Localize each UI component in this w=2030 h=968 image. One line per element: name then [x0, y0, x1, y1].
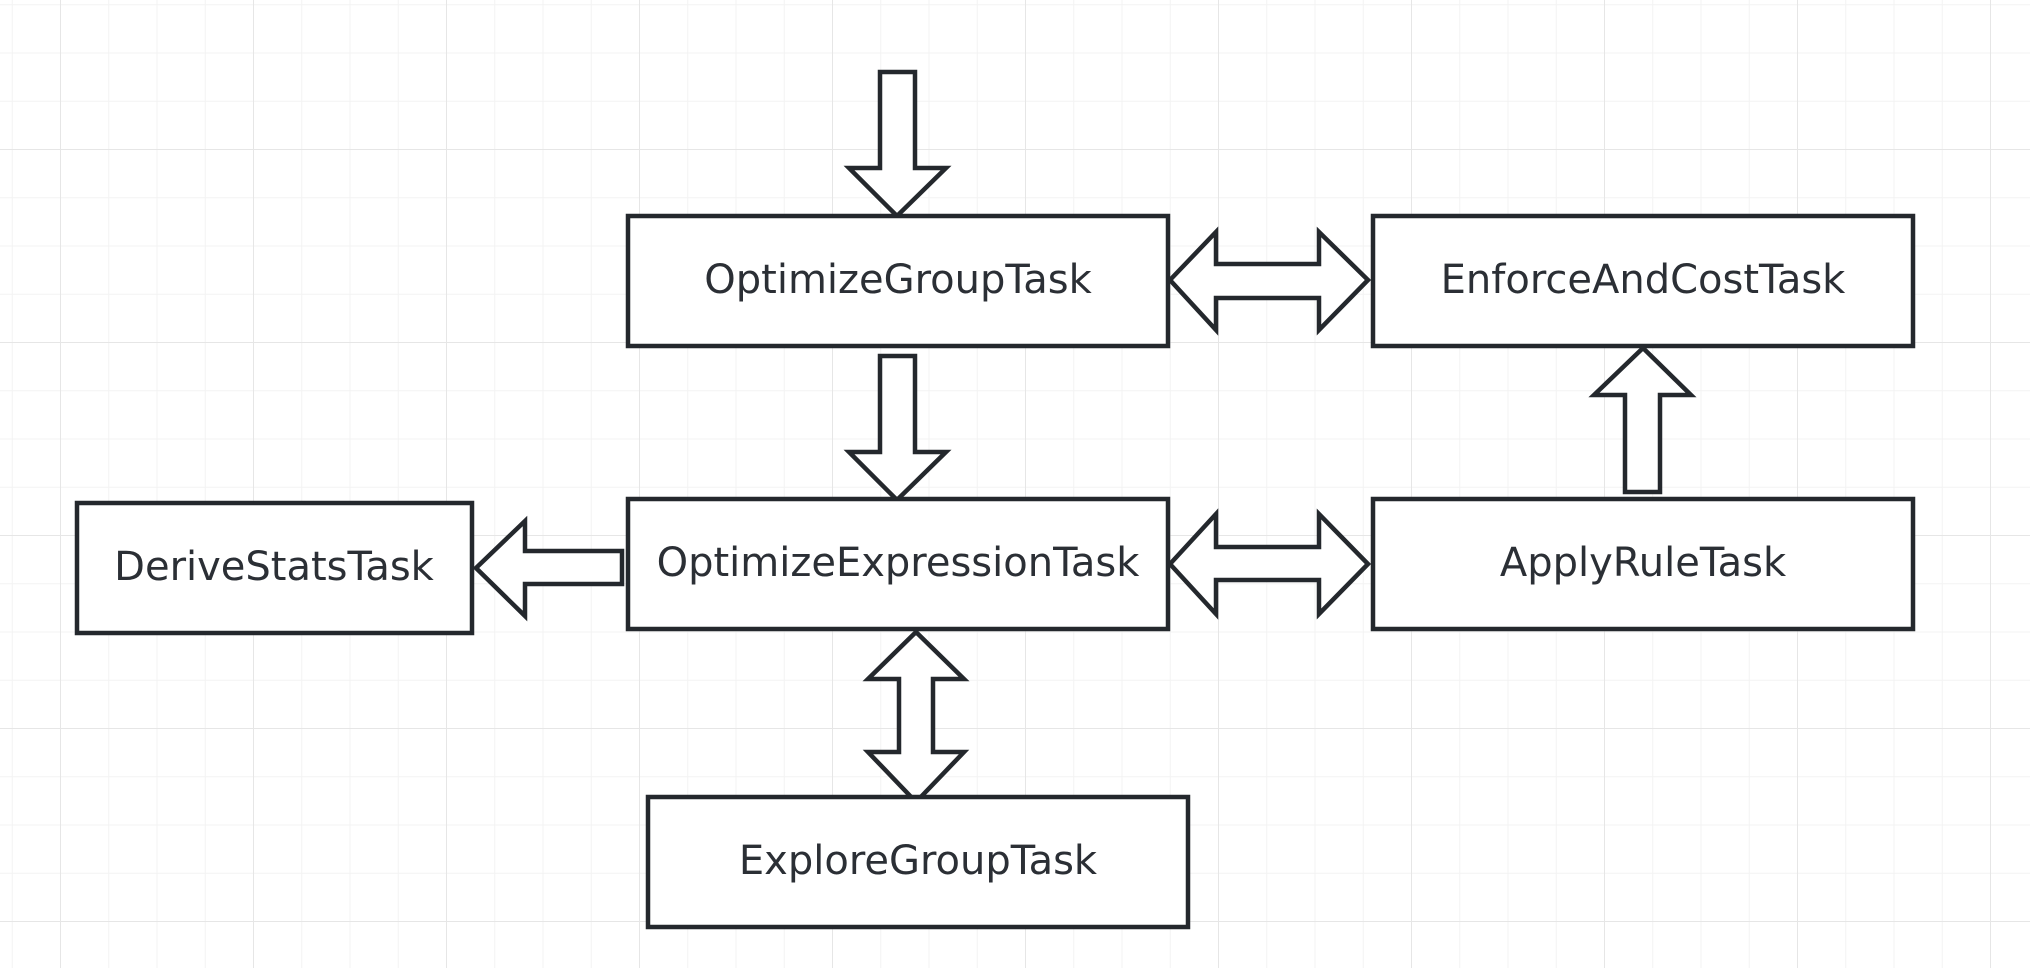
node-optimize-expression-task: OptimizeExpressionTask	[625, 496, 1171, 632]
arrow-expression-applyrule-bidirectional	[1166, 508, 1372, 620]
node-label: ApplyRuleTask	[1500, 540, 1787, 586]
node-derive-stats-task: DeriveStatsTask	[74, 500, 475, 636]
arrow-applyrule-to-enforce	[1588, 344, 1697, 495]
arrow-group-to-expression	[843, 353, 952, 504]
node-label: ExploreGroupTask	[739, 838, 1098, 884]
arrow-expression-explore-bidirectional	[862, 628, 970, 806]
arrow-group-enforce-bidirectional	[1166, 226, 1372, 336]
node-label: EnforceAndCostTask	[1441, 257, 1847, 303]
node-apply-rule-task: ApplyRuleTask	[1370, 496, 1916, 632]
node-label: DeriveStatsTask	[114, 544, 435, 590]
node-optimize-group-task: OptimizeGroupTask	[625, 213, 1171, 349]
node-enforce-and-cost-task: EnforceAndCostTask	[1370, 213, 1916, 349]
node-label: OptimizeGroupTask	[704, 257, 1092, 303]
node-explore-group-task: ExploreGroupTask	[645, 794, 1191, 930]
node-label: OptimizeExpressionTask	[657, 540, 1141, 586]
arrow-entry-down	[843, 69, 952, 220]
arrow-expression-to-derivestats	[472, 515, 625, 622]
